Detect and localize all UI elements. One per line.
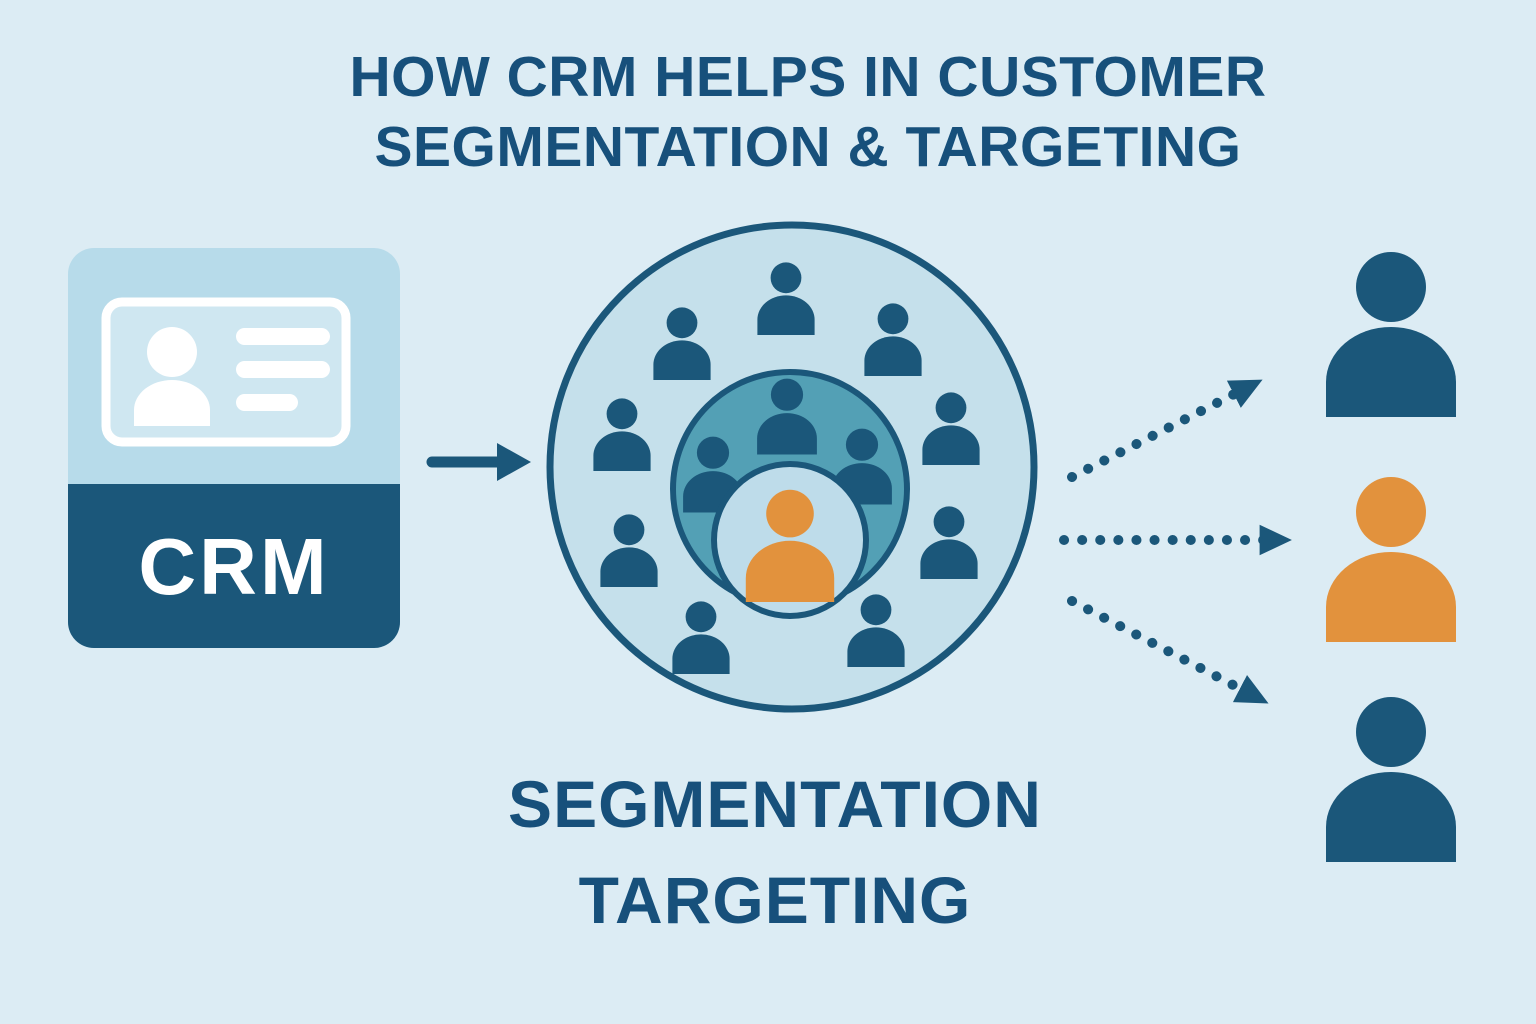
audience-circle-icon <box>546 221 1038 713</box>
diagram-caption: SEGMENTATION TARGETING <box>325 756 1225 948</box>
id-card-avatar-body <box>134 380 210 426</box>
id-card-text-line <box>236 394 298 411</box>
id-card-avatar-head <box>147 327 197 377</box>
id-card-text-line <box>236 328 330 345</box>
customer-top-icon <box>1326 252 1456 417</box>
customer-bottom-icon <box>1326 697 1456 862</box>
targeting-arrows <box>1059 379 1292 704</box>
dotted-arrow-top-icon <box>1067 379 1263 482</box>
page-title: HOW CRM HELPS IN CUSTOMER SEGMENTATION &… <box>80 42 1536 182</box>
id-card-text-line <box>236 361 330 378</box>
caption-line-2: TARGETING <box>578 863 972 937</box>
crm-label: CRM <box>138 522 329 611</box>
dotted-arrow-bottom-icon <box>1067 596 1269 704</box>
caption-line-1: SEGMENTATION <box>508 767 1042 841</box>
crm-card-icon: CRM <box>68 248 400 648</box>
id-card-icon <box>101 297 351 447</box>
title-line-2: SEGMENTATION & TARGETING <box>374 115 1242 179</box>
flow-arrow-icon <box>426 443 531 481</box>
target-customers <box>1326 252 1456 862</box>
crm-card-bottom-panel <box>68 484 400 648</box>
title-line-1: HOW CRM HELPS IN CUSTOMER <box>349 45 1267 109</box>
customer-middle-icon <box>1326 477 1456 642</box>
